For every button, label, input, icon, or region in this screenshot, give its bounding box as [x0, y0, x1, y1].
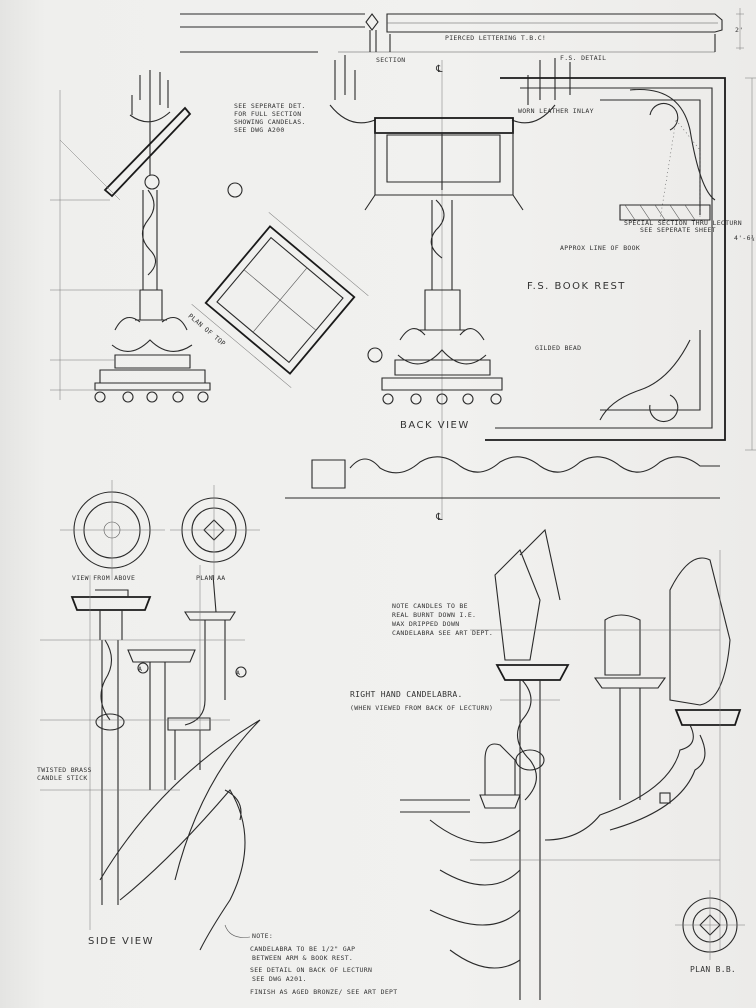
candelabra-side-view [40, 565, 261, 951]
book-rest-frame [285, 77, 726, 499]
right-hand-subtitle: (WHEN VIEWED FROM BACK OF LECTURN) [350, 704, 493, 712]
view-from-above [60, 480, 165, 580]
section-marker-a: A [236, 669, 240, 677]
plan-marker-circle [367, 347, 383, 363]
plan-aa [170, 485, 260, 580]
note-item: SEE DETAIL ON BACK OF LECTURN [250, 966, 372, 974]
view-from-above-label: VIEW FROM ABOVE [72, 574, 135, 582]
right-hand-title: RIGHT HAND CANDELABRA. [350, 690, 463, 699]
lectern-back-view [329, 55, 571, 520]
worn-leather-label: WORN LEATHER INLAY [518, 107, 594, 115]
plan-aa-label: PLAN AA [196, 574, 226, 582]
plan-of-top: PLAN OF TOP [186, 212, 369, 388]
fs-detail-label: F.S. DETAIL [560, 54, 606, 62]
section-label: SECTION [376, 56, 406, 64]
note-item: SEE DWG A201. [252, 975, 307, 983]
lectern-side-view [50, 70, 211, 403]
side-note-line: FOR FULL SECTION [234, 110, 301, 118]
gilded-bead-label: GILDED BEAD [535, 344, 581, 352]
plan-bb-label: PLAN B.B. [690, 965, 736, 974]
plan-of-top-label: PLAN OF TOP [186, 312, 227, 348]
side-note: SEE SEPERATE DET. FOR FULL SECTION SHOWI… [234, 102, 306, 134]
candle-note: NOTE CANDLES TO BE REAL BURNT DOWN I.E. … [392, 602, 493, 637]
side-view-title: SIDE VIEW [88, 936, 154, 947]
side-note-line: SHOWING CANDELAS. [234, 118, 306, 126]
approx-line-label: APPROX LINE OF BOOK [560, 244, 640, 252]
dim-height-label: 4'-6¾" [734, 234, 756, 242]
centre-line-mark: ℄ [435, 64, 444, 75]
book-rest-title: F.S. BOOK REST [527, 281, 626, 292]
special-section-note: SPECIAL SECTION THRU LECTURN SEE SEPERAT… [624, 219, 742, 234]
special-section-line: SEE SEPERATE SHEET [640, 226, 716, 234]
back-view-title: BACK VIEW [400, 420, 470, 431]
notes-heading: NOTE: [252, 932, 273, 940]
note-leader-arrow [224, 924, 251, 938]
candle-note-line: WAX DRIPPED DOWN [392, 620, 459, 628]
candle-note-line: NOTE CANDLES TO BE [392, 602, 468, 610]
height-dimension-line [745, 77, 756, 451]
candle-note-line: REAL BURNT DOWN I.E. [392, 611, 476, 619]
plan-marker-circle [227, 182, 243, 198]
special-section-line: SPECIAL SECTION THRU LECTURN [624, 219, 742, 227]
dim-top-label: 2' [735, 26, 743, 34]
notes-block: NOTE: CANDELABRA TO BE 1/2" GAP BETWEEN … [250, 932, 397, 996]
pierced-lettering-label: PIERCED LETTERING T.B.C! [445, 34, 546, 42]
top-cornice [180, 8, 744, 53]
twisted-brass-line: CANDLE STICK [37, 774, 88, 782]
section-marker-a: A [138, 665, 142, 673]
candle-note-line: CANDELABRA SEE ART DEPT. [392, 629, 493, 637]
centre-line-mark-bottom: ℄ [435, 512, 444, 523]
note-item: CANDELABRA TO BE 1/2" GAP [250, 945, 355, 953]
twisted-brass-line: TWISTED BRASS [37, 766, 92, 774]
side-note-line: SEE DWG A200 [234, 126, 285, 134]
right-hand-candelabra [400, 528, 745, 1000]
note-item: FINISH AS AGED BRONZE/ SEE ART DEPT [250, 988, 397, 996]
twisted-brass-note: TWISTED BRASS CANDLE STICK [37, 766, 92, 782]
side-note-line: SEE SEPERATE DET. [234, 102, 306, 110]
note-item: BETWEEN ARM & BOOK REST. [252, 954, 353, 962]
